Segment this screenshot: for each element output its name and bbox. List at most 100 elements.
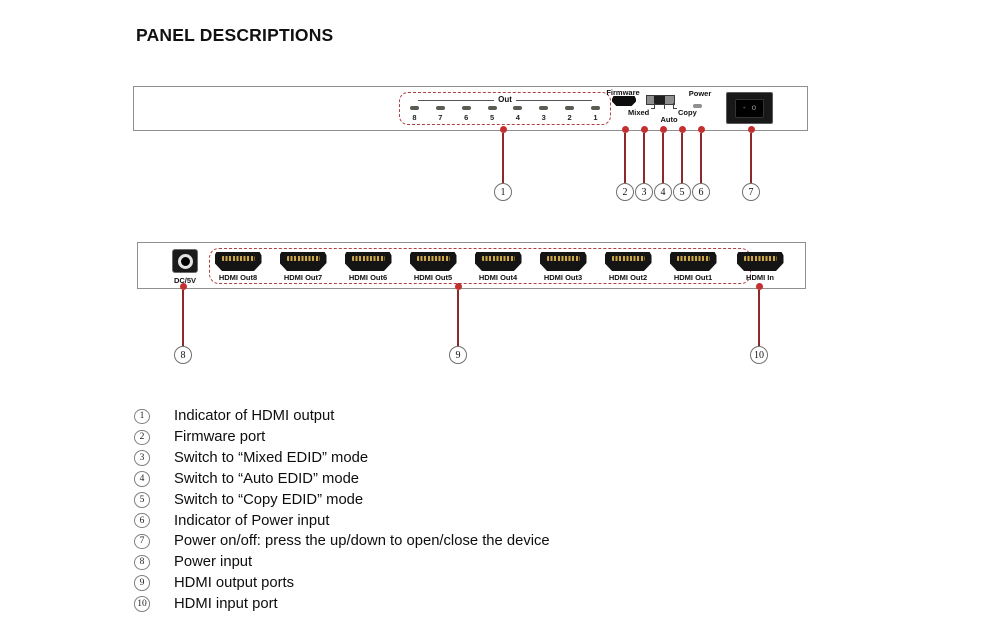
port-label: HDMI Out8 xyxy=(218,273,258,282)
callout-10: 10 xyxy=(749,283,769,364)
callout-line xyxy=(624,133,626,183)
callout-number: 6 xyxy=(692,183,710,201)
edid-slide-switch xyxy=(646,95,675,105)
switch-position-mark xyxy=(651,103,655,109)
led-indicator-icon xyxy=(487,106,497,110)
divider-line xyxy=(515,99,592,101)
led-indicator-icon xyxy=(461,106,471,110)
item-number: 9 xyxy=(134,575,150,591)
callout-dot-icon xyxy=(179,283,187,290)
led-number: 1 xyxy=(593,113,598,122)
led-number: 2 xyxy=(567,113,572,122)
power-label: Power xyxy=(688,89,712,98)
led-indicator-icon xyxy=(539,106,549,110)
divider-line xyxy=(418,99,495,101)
dc-power-jack-icon xyxy=(172,249,198,273)
callout-number: 9 xyxy=(449,346,467,364)
item-number: 10 xyxy=(134,596,150,612)
callout-5: 5 xyxy=(672,126,692,201)
dc-label: DC/5V xyxy=(173,276,197,285)
hdmi-connector-icon xyxy=(214,252,262,271)
port-label: HDMI Out5 xyxy=(413,273,453,282)
out-group-header: Out xyxy=(400,96,610,104)
callout-dot-icon xyxy=(755,283,763,290)
description-item-3: 3 Switch to “Mixed EDID” mode xyxy=(134,448,550,469)
port-label: HDMI Out2 xyxy=(608,273,648,282)
callout-line xyxy=(643,133,645,183)
callout-number: 10 xyxy=(750,346,768,364)
hdmi-port-out5: HDMI Out5 xyxy=(403,252,463,282)
led-item-4: 4 xyxy=(511,106,524,122)
hdmi-port-in: HDMI In xyxy=(730,252,790,282)
item-text: Indicator of Power input xyxy=(174,512,330,529)
switch-knob xyxy=(654,96,665,104)
power-led-icon xyxy=(693,104,702,108)
callout-line xyxy=(662,133,664,183)
callout-6: 6 xyxy=(691,126,711,201)
led-item-2: 2 xyxy=(563,106,576,122)
callout-dot-icon xyxy=(499,126,507,133)
out-label: Out xyxy=(498,95,512,104)
led-indicator-icon xyxy=(513,106,523,110)
led-number: 8 xyxy=(412,113,417,122)
hdmi-port-out4: HDMI Out4 xyxy=(468,252,528,282)
switch-position-mark xyxy=(673,103,677,109)
item-text: HDMI input port xyxy=(174,596,278,613)
callout-dot-icon xyxy=(454,283,462,290)
item-number: 2 xyxy=(134,429,150,446)
led-number: 4 xyxy=(515,113,520,122)
led-item-5: 5 xyxy=(486,106,499,122)
led-number: 6 xyxy=(464,113,469,122)
callout-dot-icon xyxy=(640,126,648,133)
callout-line xyxy=(700,133,702,183)
callout-2: 2 xyxy=(615,126,635,201)
hdmi-port-out1: HDMI Out1 xyxy=(663,252,723,282)
item-text: Indicator of HDMI output xyxy=(174,408,335,425)
item-number: 3 xyxy=(134,450,150,466)
port-label: HDMI Out3 xyxy=(543,273,583,282)
callout-line xyxy=(681,133,683,183)
item-text: Power on/off: press the up/down to open/… xyxy=(174,533,550,550)
led-item-1: 1 xyxy=(589,106,602,122)
hdmi-connector-icon xyxy=(409,252,457,271)
led-indicator-icon xyxy=(590,106,600,110)
description-item-5: 5 Switch to “Copy EDID” mode xyxy=(134,489,550,510)
rocker-face: - o xyxy=(735,98,764,118)
rocker-off-mark: - xyxy=(742,103,746,112)
item-text: Switch to “Auto EDID” mode xyxy=(174,470,360,487)
callout-dot-icon xyxy=(697,126,705,133)
hdmi-connector-icon xyxy=(539,252,587,271)
hdmi-connector-icon xyxy=(604,252,652,271)
switch-position-mark xyxy=(664,104,665,109)
barrel-connector-icon xyxy=(177,253,193,269)
callout-line xyxy=(182,290,184,346)
callout-number: 8 xyxy=(174,346,192,364)
led-item-7: 7 xyxy=(434,106,447,122)
item-number: 4 xyxy=(134,471,150,487)
hdmi-connector-icon xyxy=(669,252,717,271)
mixed-label: Mixed xyxy=(628,108,650,117)
callout-dot-icon xyxy=(659,126,667,133)
callout-8: 8 xyxy=(173,283,193,364)
port-label: HDMI In xyxy=(746,273,774,282)
item-text: Switch to “Mixed EDID” mode xyxy=(174,450,369,467)
item-number: 8 xyxy=(134,554,150,571)
hdmi-connector-icon xyxy=(474,252,522,271)
power-rocker-switch: - o xyxy=(726,92,773,124)
callout-dot-icon xyxy=(678,126,686,133)
hdmi-port-out7: HDMI Out7 xyxy=(273,252,333,282)
hdmi-port-out3: HDMI Out3 xyxy=(533,252,593,282)
callout-number: 1 xyxy=(494,183,512,201)
item-text: Firmware port xyxy=(174,429,266,446)
hdmi-connector-icon xyxy=(344,252,392,271)
item-number: 5 xyxy=(134,492,150,508)
front-panel-diagram: Out 8 7 6 5 4 3 2 1 Firmware Mixed Auto … xyxy=(133,86,808,131)
led-number: 7 xyxy=(438,113,443,122)
item-text: HDMI output ports xyxy=(174,575,295,592)
callout-number: 5 xyxy=(673,183,691,201)
item-text: Switch to “Copy EDID” mode xyxy=(174,491,364,508)
